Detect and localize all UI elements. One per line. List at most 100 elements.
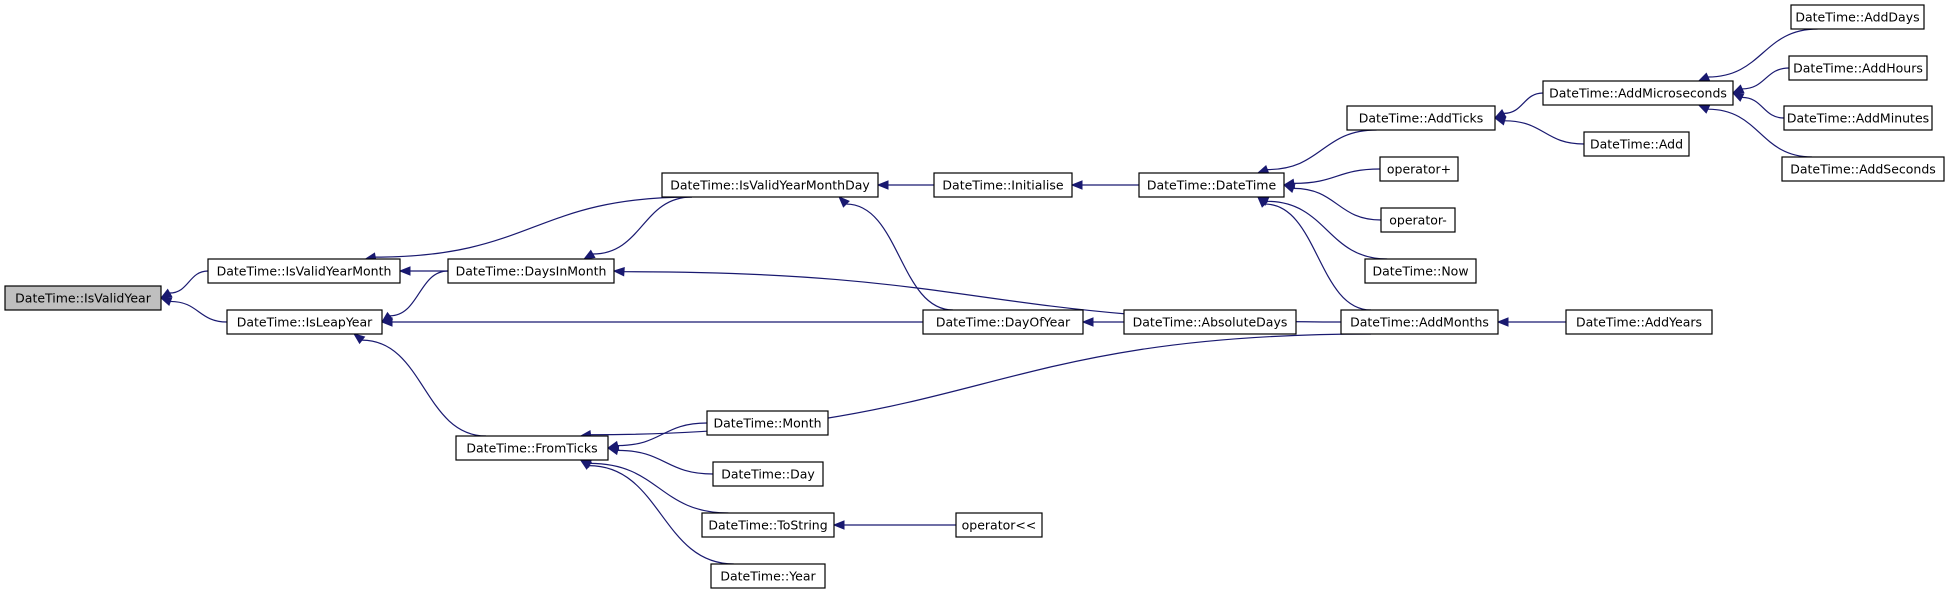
nodes-layer: DateTime::IsValidYear DateTime::IsValidYe… xyxy=(4,4,1945,589)
edge-line xyxy=(592,196,693,255)
edge-line xyxy=(1741,96,1785,119)
edge-addminutes-to-addmicroseconds xyxy=(1731,92,1785,119)
node-initialise[interactable]: DateTime::Initialise xyxy=(933,172,1073,198)
node-box xyxy=(701,512,835,538)
arrowhead xyxy=(1697,72,1711,82)
edge-addyears-to-addmonths xyxy=(1496,317,1566,327)
edge-line xyxy=(169,270,209,294)
node-operator-shift[interactable]: operator<< xyxy=(955,512,1043,538)
node-addyears[interactable]: DateTime::AddYears xyxy=(1565,309,1713,335)
node-isvalidyearmonthday[interactable]: DateTime::IsValidYearMonthDay xyxy=(661,172,879,198)
node-label: DateTime::IsValidYear xyxy=(15,291,152,306)
node-label: DateTime::Initialise xyxy=(942,178,1063,193)
arrowhead xyxy=(832,520,845,530)
edge-isvalidyearmonthday-to-daysinmonth xyxy=(582,196,693,260)
edge-line xyxy=(846,203,954,311)
node-box xyxy=(1781,156,1945,182)
node-box xyxy=(1788,55,1928,81)
node-isvalidyear[interactable]: DateTime::IsValidYear xyxy=(4,285,162,311)
edge-line xyxy=(1742,67,1790,90)
edge-dayofyear-to-isleapyear xyxy=(380,317,923,327)
node-isleapyear[interactable]: DateTime::IsLeapYear xyxy=(226,309,383,335)
edge-fromticks-to-isleapyear xyxy=(353,333,487,437)
node-label: DateTime::IsValidYearMonthDay xyxy=(670,178,870,193)
node-label: DateTime::Month xyxy=(713,416,821,431)
node-label: DateTime::DateTime xyxy=(1147,178,1277,193)
node-addmonths[interactable]: DateTime::AddMonths xyxy=(1340,309,1499,335)
node-label: DateTime::Day xyxy=(721,467,815,482)
node-label: DateTime::ToString xyxy=(708,518,827,533)
arrowhead xyxy=(1731,92,1745,102)
edge-line xyxy=(1503,92,1544,114)
edge-dayofyear-to-isvalidyearmonthday xyxy=(838,196,954,311)
node-isvalidyearmonth[interactable]: DateTime::IsValidYearMonth xyxy=(207,258,401,284)
node-box xyxy=(1542,80,1734,106)
arrowhead xyxy=(582,249,596,260)
node-addmicroseconds[interactable]: DateTime::AddMicroseconds xyxy=(1542,80,1734,106)
edge-addmicroseconds-to-addticks xyxy=(1493,92,1544,119)
node-operator-plus[interactable]: operator+ xyxy=(1379,156,1459,182)
node-addticks[interactable]: DateTime::AddTicks xyxy=(1346,105,1496,131)
node-box xyxy=(922,309,1084,335)
node-label: DateTime::AddHours xyxy=(1793,61,1923,76)
arrowhead xyxy=(1496,317,1509,327)
node-year[interactable]: DateTime::Year xyxy=(710,563,826,589)
node-operator-minus[interactable]: operator- xyxy=(1380,207,1456,233)
node-addseconds[interactable]: DateTime::AddSeconds xyxy=(1781,156,1945,182)
node-day[interactable]: DateTime::Day xyxy=(712,461,824,487)
node-label: DateTime::Now xyxy=(1372,264,1468,279)
arrowhead xyxy=(1256,164,1270,174)
arrowhead xyxy=(579,459,592,470)
node-month[interactable]: DateTime::Month xyxy=(706,410,829,436)
node-label: operator- xyxy=(1389,213,1446,228)
edge-line xyxy=(362,339,487,437)
node-box xyxy=(1138,172,1285,198)
node-daysinmonth[interactable]: DateTime::DaysInMonth xyxy=(447,258,615,284)
node-box xyxy=(955,512,1043,538)
node-box xyxy=(1783,105,1933,131)
node-box xyxy=(933,172,1073,198)
node-tostring[interactable]: DateTime::ToString xyxy=(701,512,835,538)
node-label: DateTime::AddTicks xyxy=(1359,111,1483,126)
node-absolutedays[interactable]: DateTime::AbsoluteDays xyxy=(1123,309,1297,335)
arrowhead xyxy=(612,267,625,277)
node-box xyxy=(1565,309,1713,335)
edges-layer xyxy=(159,28,1818,565)
edge-line xyxy=(617,422,708,447)
edge-operator-plus-to-datetime xyxy=(1282,168,1381,188)
arrowhead xyxy=(606,445,620,456)
node-label: DateTime::AddMonths xyxy=(1350,315,1489,330)
node-box xyxy=(661,172,879,198)
node-label: operator+ xyxy=(1387,162,1451,177)
node-box xyxy=(1790,4,1925,30)
edge-addmonths-to-datetime xyxy=(1256,196,1372,311)
arrowhead xyxy=(1256,196,1269,208)
arrowhead xyxy=(159,297,173,307)
node-add[interactable]: DateTime::Add xyxy=(1583,131,1690,157)
node-box xyxy=(1340,309,1499,335)
edge-line xyxy=(1267,129,1377,171)
node-label: operator<< xyxy=(962,518,1037,533)
edge-line xyxy=(389,270,449,317)
edge-line xyxy=(1264,203,1372,311)
edge-isvalidyearmonthday-to-isvalidyearmonth xyxy=(364,196,693,262)
node-datetime[interactable]: DateTime::DateTime xyxy=(1138,172,1285,198)
node-box xyxy=(706,410,829,436)
node-box xyxy=(1379,156,1459,182)
node-box xyxy=(4,285,162,311)
node-box xyxy=(1583,131,1690,157)
node-addminutes[interactable]: DateTime::AddMinutes xyxy=(1783,105,1933,131)
node-now[interactable]: DateTime::Now xyxy=(1364,258,1477,284)
node-dayofyear[interactable]: DateTime::DayOfYear xyxy=(922,309,1084,335)
node-addhours[interactable]: DateTime::AddHours xyxy=(1788,55,1928,81)
node-label: DateTime::AddMicroseconds xyxy=(1549,86,1727,101)
node-adddays[interactable]: DateTime::AddDays xyxy=(1790,4,1925,30)
edge-absolutedays-to-dayofyear xyxy=(1081,317,1124,327)
node-box xyxy=(455,435,609,461)
arrowhead xyxy=(380,317,393,327)
edge-initialise-to-isvalidyearmonthday xyxy=(876,180,935,190)
node-box xyxy=(447,258,615,284)
node-fromticks[interactable]: DateTime::FromTicks xyxy=(455,435,609,461)
node-label: DateTime::AddSeconds xyxy=(1790,162,1936,177)
